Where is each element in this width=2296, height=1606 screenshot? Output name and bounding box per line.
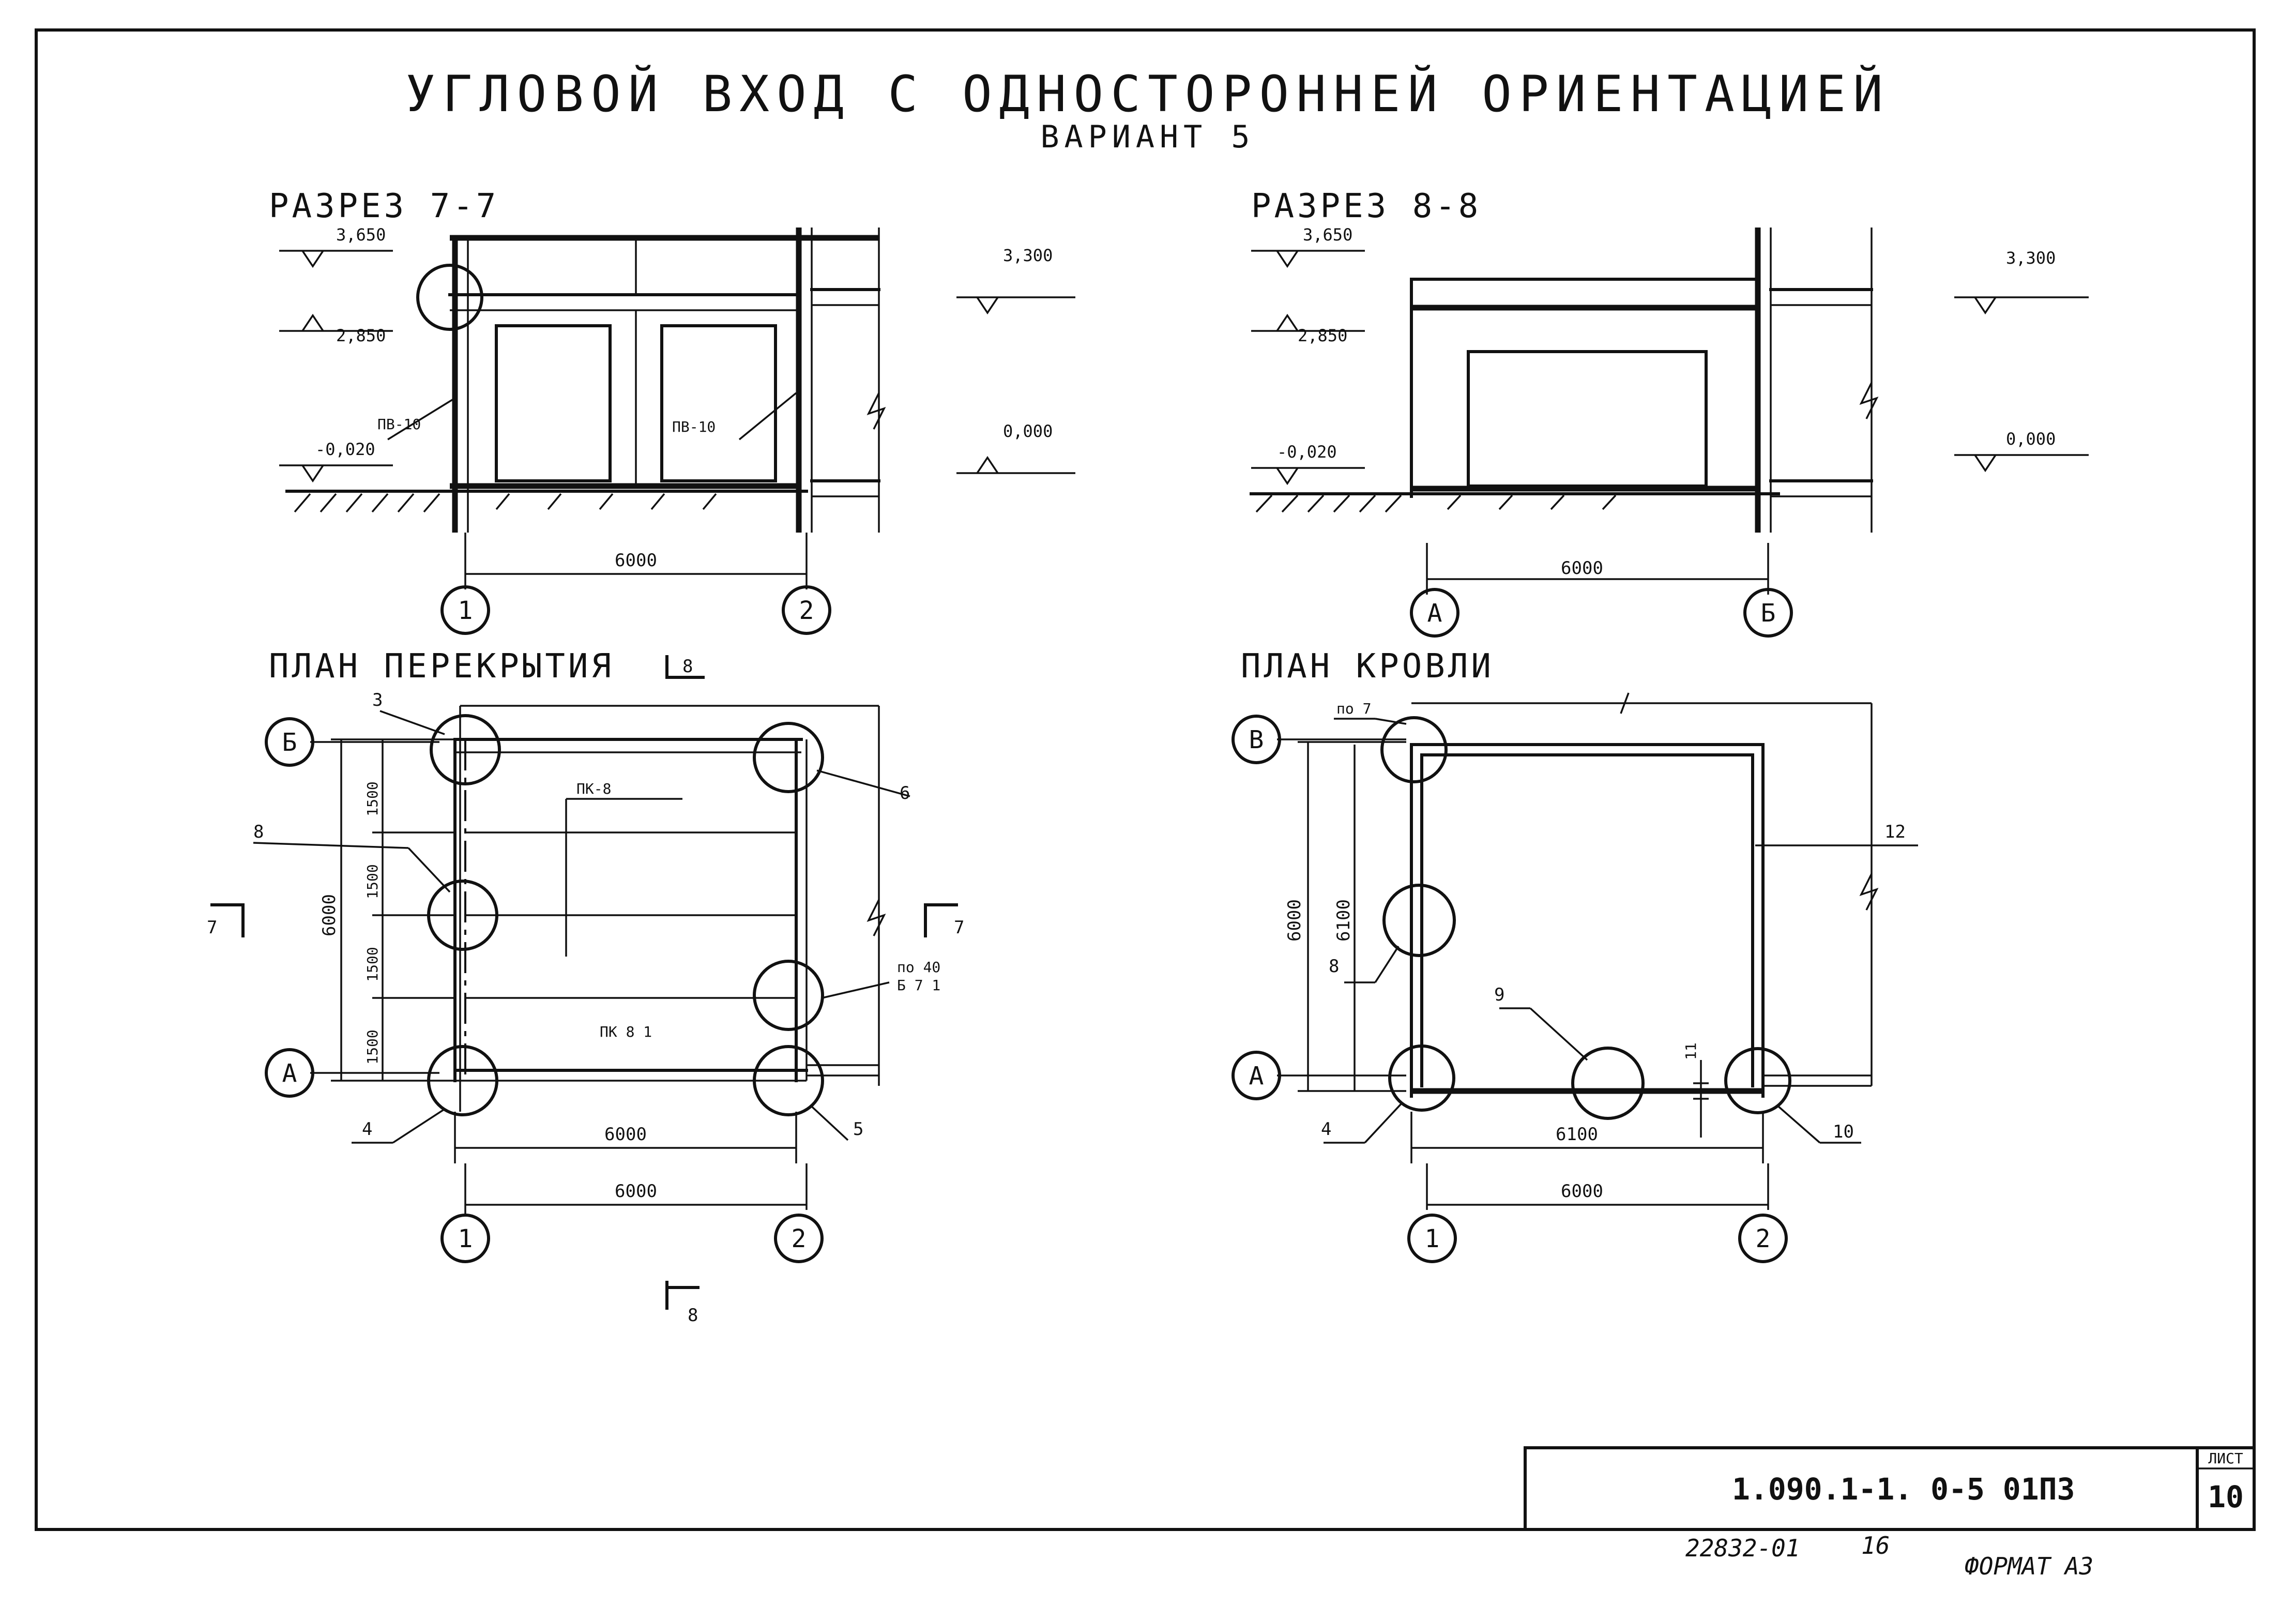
floor-plan: ПЛАН ПЕРЕКРЫТИЯ 8 3	[207, 647, 964, 1326]
dimension-label: 6000	[615, 550, 657, 571]
callout-label: 10	[1833, 1122, 1854, 1142]
level-label: 3,300	[2006, 248, 2056, 268]
sheet-subtitle: ВАРИАНТ 5	[1040, 119, 1255, 155]
dimension-label: 1500	[364, 781, 381, 816]
callout-label: 6	[900, 783, 910, 804]
axis-bubble: А	[1249, 1062, 1264, 1090]
axis-bubble: А	[282, 1059, 297, 1088]
level-label: 2,850	[336, 326, 386, 345]
panel-label: ПВ-10	[377, 416, 421, 433]
level-label: 0,000	[1003, 421, 1053, 441]
dimension-label: 1500	[364, 947, 381, 981]
dimension-label: 1500	[364, 1029, 381, 1064]
document-code: 1.090.1-1. 0-5 01П3	[1732, 1472, 2075, 1507]
dimension-label: 6000	[319, 894, 340, 936]
axis-bubble: 1	[458, 596, 473, 625]
sheet-title: УГЛОВОЙ ВХОД С ОДНОСТОРОННЕЙ ОРИЕНТАЦИЕЙ	[405, 65, 1890, 123]
level-label: 3,650	[1303, 225, 1352, 245]
callout-label: 4	[362, 1119, 372, 1140]
callout-label: 5	[853, 1119, 863, 1140]
floor-plan-heading: ПЛАН ПЕРЕКРЫТИЯ	[269, 647, 614, 686]
dimension-label: 6000	[604, 1124, 647, 1145]
axis-bubble: 2	[1756, 1224, 1771, 1253]
callout-label: 12	[1884, 822, 1906, 842]
sheet-number: 10	[2208, 1479, 2244, 1514]
section-8-8: РАЗРЕЗ 8-8 3,650 2,850 -0,020	[1250, 187, 2089, 638]
callout-label: 4	[1321, 1119, 1331, 1140]
sheet-frame	[35, 28, 2256, 1531]
archive-number: 22832-01	[1685, 1534, 1800, 1562]
title-stamp: 1.090.1-1. 0-5 01П3 ЛИСТ 10	[1524, 1446, 2256, 1531]
paper-format: ФОРМАТ А3	[1965, 1552, 2093, 1580]
panel-label: ПК 8 1	[600, 1023, 652, 1040]
roof-plan-heading: ПЛАН КРОВЛИ	[1241, 647, 1494, 686]
axis-bubble: В	[1249, 725, 1264, 754]
page-number: 16	[1861, 1532, 1890, 1559]
level-label: 0,000	[2006, 429, 2056, 449]
callout-label: 9	[1494, 984, 1504, 1005]
callout-label: 8	[1329, 956, 1339, 977]
section-7-7-heading: РАЗРЕЗ 7-7	[269, 187, 499, 225]
dimension-label: 6000	[615, 1181, 657, 1202]
axis-bubble: А	[1427, 599, 1442, 628]
callout-label: по 7	[1336, 700, 1371, 717]
panel-label: Б 7 1	[897, 977, 940, 994]
cut-mark-label: 8	[682, 656, 693, 677]
section-8-8-heading: РАЗРЕЗ 8-8	[1251, 187, 1481, 225]
dimension-label: 6000	[1284, 899, 1305, 942]
axis-bubble: 2	[792, 1224, 807, 1253]
dimension-label: 6000	[1561, 558, 1603, 579]
dimension-label: 6000	[1561, 1181, 1603, 1202]
level-label: -0,020	[1277, 442, 1337, 462]
callout-label: 11	[1682, 1042, 1699, 1060]
level-label: 3,300	[1003, 246, 1053, 265]
sheet-label: ЛИСТ	[2208, 1450, 2243, 1467]
dimension-label: 6100	[1556, 1124, 1598, 1145]
section-mark: 7	[954, 917, 964, 938]
axis-bubble: 1	[1425, 1224, 1440, 1253]
axis-bubble: 2	[799, 596, 814, 625]
level-label: 2,850	[1298, 326, 1347, 345]
cut-mark-label: 8	[688, 1305, 698, 1326]
level-label: 3,650	[336, 225, 386, 245]
roof-plan: ПЛАН КРОВЛИ по 7 12 8 9 11	[1231, 647, 1918, 1263]
level-label: -0,020	[315, 440, 375, 459]
axis-bubble: Б	[282, 728, 297, 757]
dimension-label: 1500	[364, 864, 381, 899]
panel-label: ПВ-10	[672, 418, 716, 435]
section-7-7: РАЗРЕЗ 7-7	[269, 187, 1075, 635]
callout-label: 8	[253, 822, 264, 842]
panel-label: по 40	[897, 959, 940, 976]
axis-bubble: 1	[458, 1224, 473, 1253]
callout-label: 3	[372, 690, 383, 710]
axis-bubble: Б	[1761, 599, 1776, 628]
section-mark: 7	[207, 917, 217, 938]
panel-label: ПК-8	[576, 780, 611, 797]
dimension-label: 6100	[1333, 899, 1354, 942]
